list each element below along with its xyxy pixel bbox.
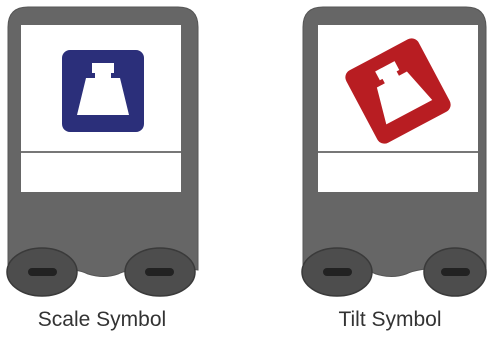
right-button-slot [441, 268, 470, 276]
left-button-slot [323, 268, 352, 276]
tilt-symbol-caption: Tilt Symbol [290, 308, 488, 332]
scale-device [7, 7, 198, 296]
scale-symbol-caption: Scale Symbol [0, 308, 204, 332]
tilt-device [302, 7, 486, 296]
left-button-slot [28, 268, 57, 276]
right-button-slot [145, 268, 174, 276]
scale-weight-icon [62, 50, 144, 132]
